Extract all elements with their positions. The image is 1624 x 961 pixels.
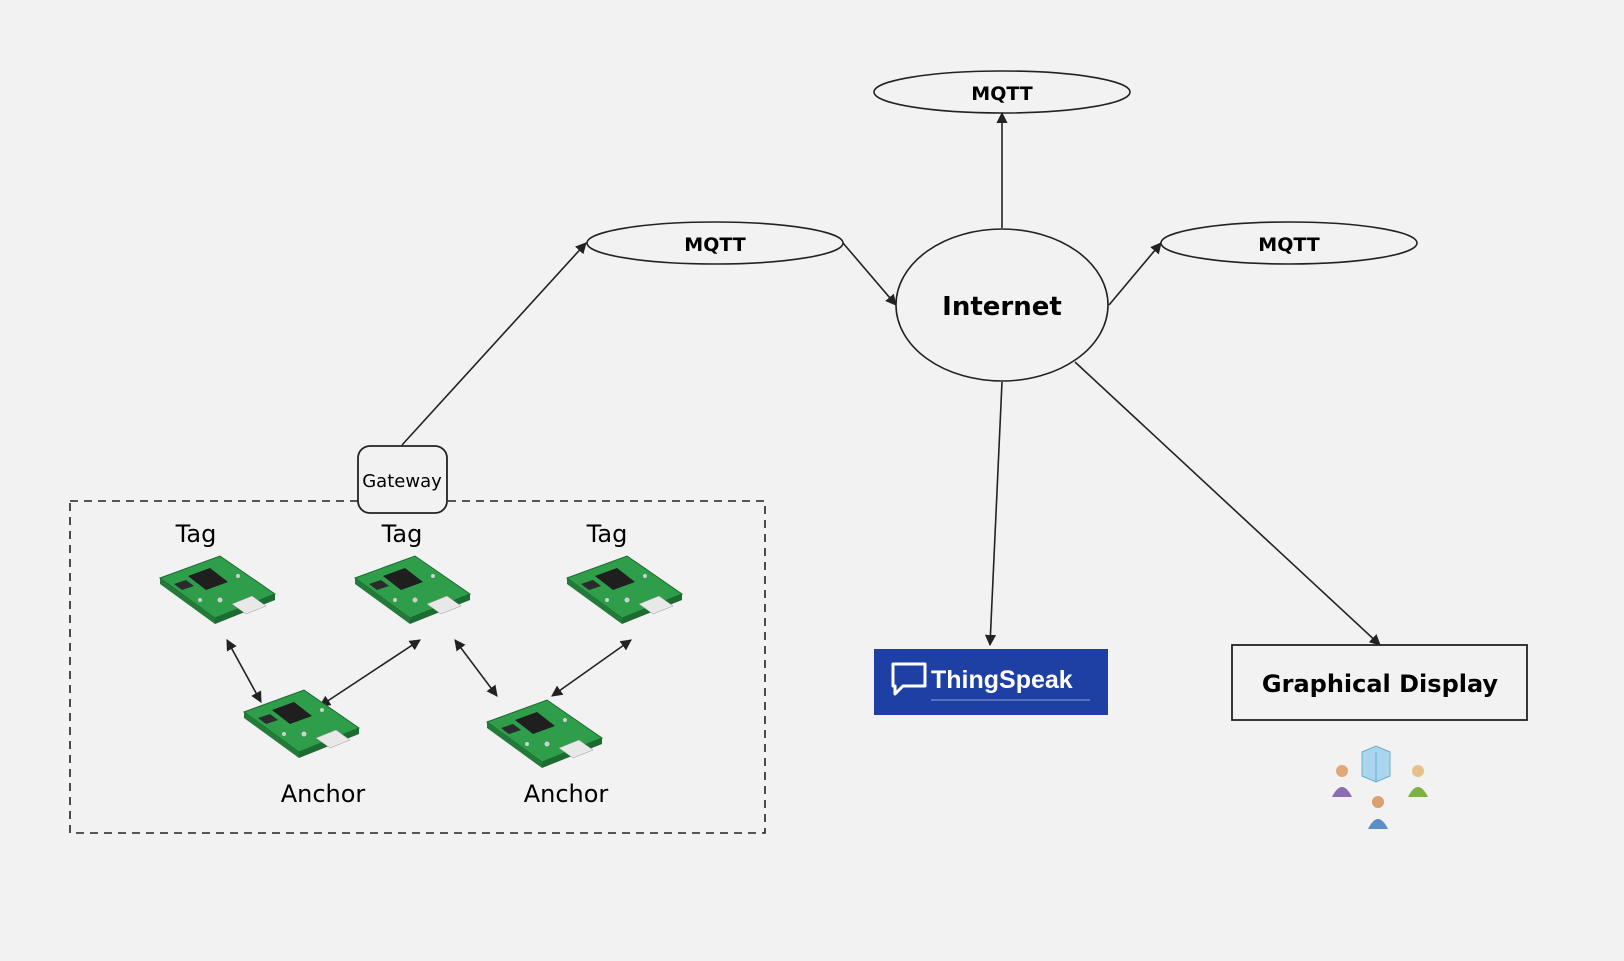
connector-internet-mqtt-right: [1108, 242, 1162, 306]
connector-gateway-mqtt: [401, 242, 587, 446]
connector-tag3-anchor2: [551, 639, 632, 697]
mqtt-right-node: MQTT: [1160, 221, 1418, 265]
anchor-2-device-icon: [486, 699, 603, 769]
anchor-1-label: Anchor: [281, 780, 366, 808]
tag-1-label: Tag: [175, 520, 217, 548]
internet-node: Internet: [895, 228, 1109, 382]
mqtt-top-label: MQTT: [971, 83, 1032, 105]
tag-3-device-icon: [566, 555, 683, 625]
tag-2-device-icon: [354, 555, 471, 625]
connectors: [226, 111, 1381, 707]
thingspeak-label: ThingSpeak: [931, 666, 1073, 694]
local-network-boundary: [69, 500, 766, 834]
chat-bubble-icon: [891, 662, 927, 696]
connector-tag1-anchor1: [226, 639, 262, 703]
connector-tag2-anchor1: [319, 639, 421, 707]
mqtt-right-label: MQTT: [1258, 234, 1319, 256]
internet-label: Internet: [942, 292, 1062, 322]
connector-internet-thingspeak: [984, 381, 1003, 647]
tag-2-label: Tag: [381, 520, 423, 548]
connector-internet-display: [1074, 361, 1381, 646]
tag-3-label: Tag: [586, 520, 628, 548]
gateway-label: Gateway: [362, 471, 442, 492]
anchor-2-label: Anchor: [524, 780, 609, 808]
connector-mqtt-internet: [842, 242, 897, 306]
tag-1-device-icon: [159, 555, 276, 625]
graphical-display-node: Graphical Display: [1231, 644, 1528, 721]
connector-tag2-anchor2: [454, 639, 498, 697]
users-group-icon: [1332, 745, 1428, 829]
mqtt-top-node: MQTT: [873, 70, 1131, 114]
thingspeak-logo: ThingSpeak: [874, 649, 1108, 715]
mqtt-left-label: MQTT: [684, 234, 745, 256]
anchor-1-device-icon: [243, 689, 360, 759]
gateway-node: Gateway: [357, 445, 448, 514]
graphical-display-label: Graphical Display: [1262, 670, 1499, 698]
mqtt-left-node: MQTT: [586, 221, 844, 265]
